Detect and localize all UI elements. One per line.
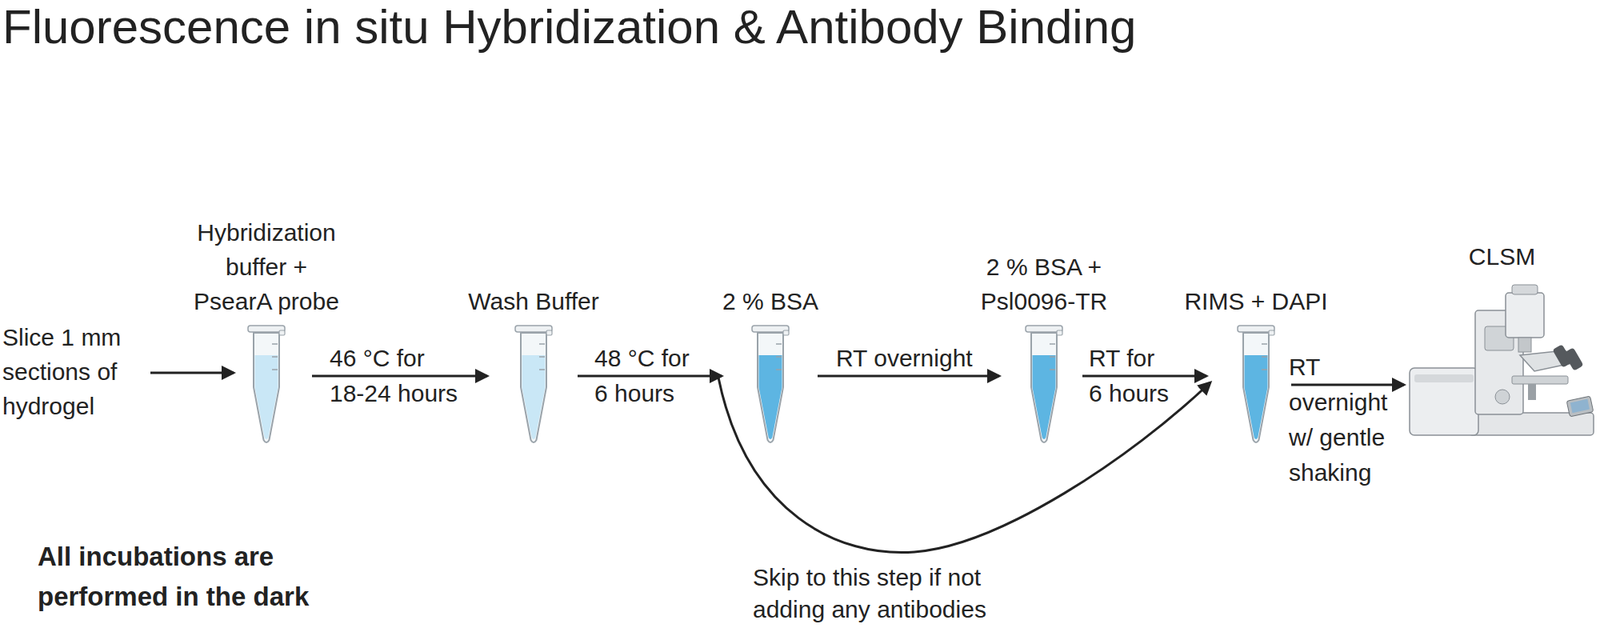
skip-note: Skip to this step if not adding any anti… — [752, 561, 1029, 626]
note-text: All incubations are performed in the dar… — [37, 536, 326, 617]
tube-node: RIMS + DAPI — [1160, 284, 1352, 445]
incubation-label: 48 °C for 6 hours — [594, 340, 697, 412]
tube-label: 2 % BSA + Psl0096-TR — [976, 249, 1112, 319]
node-label-group: Slice 1 mm sections of hydrogel — [2, 320, 143, 424]
incubation-label: RT overnight — [836, 340, 1012, 376]
tube-icon — [246, 324, 287, 445]
node-label-group: RIMS + DAPI — [1160, 284, 1352, 319]
tube-node: 2 % BSA — [690, 284, 851, 445]
tube-icon — [750, 324, 791, 445]
step-arrow — [312, 375, 488, 378]
text-node: Slice 1 mm sections of hydrogel — [2, 320, 143, 424]
node-label-group: Hybridization buffer + PsearA probe — [184, 215, 349, 319]
tube-label: Hybridization buffer + PsearA probe — [184, 215, 349, 319]
tube-node: Hybridization buffer + PsearA probe — [184, 215, 349, 445]
tube-icon — [513, 324, 554, 445]
node-label-group: CLSM — [1408, 239, 1596, 274]
tube-icon — [1024, 324, 1064, 445]
incubation-label: RT overnight w/ gentle shaking — [1288, 349, 1401, 491]
node-label-group: 2 % BSA — [690, 284, 851, 319]
tube-label: 2 % BSA — [690, 284, 851, 319]
node-label-group: 2 % BSA + Psl0096-TR — [976, 249, 1112, 319]
step-arrow — [1291, 384, 1404, 387]
tube-label: RIMS + DAPI — [1160, 284, 1352, 319]
step-arrow — [577, 375, 722, 378]
step-arrow — [1082, 375, 1207, 378]
diagram-title: Fluorescence in situ Hybridization & Ant… — [2, 0, 1136, 56]
node-label-group: Wash Buffer — [437, 284, 630, 319]
tube-icon — [1236, 324, 1276, 445]
incubation-label: RT for 6 hours — [1088, 340, 1172, 412]
step-arrow — [817, 375, 1000, 378]
tube-label: CLSM — [1408, 239, 1596, 274]
step-arrow — [150, 372, 234, 375]
step-text: Slice 1 mm sections of hydrogel — [2, 320, 143, 424]
microscope-icon — [1408, 278, 1596, 439]
microscope-node: CLSM — [1408, 239, 1596, 439]
incubation-label: 46 °C for 18-24 hours — [329, 340, 466, 412]
tube-label: Wash Buffer — [437, 284, 630, 319]
